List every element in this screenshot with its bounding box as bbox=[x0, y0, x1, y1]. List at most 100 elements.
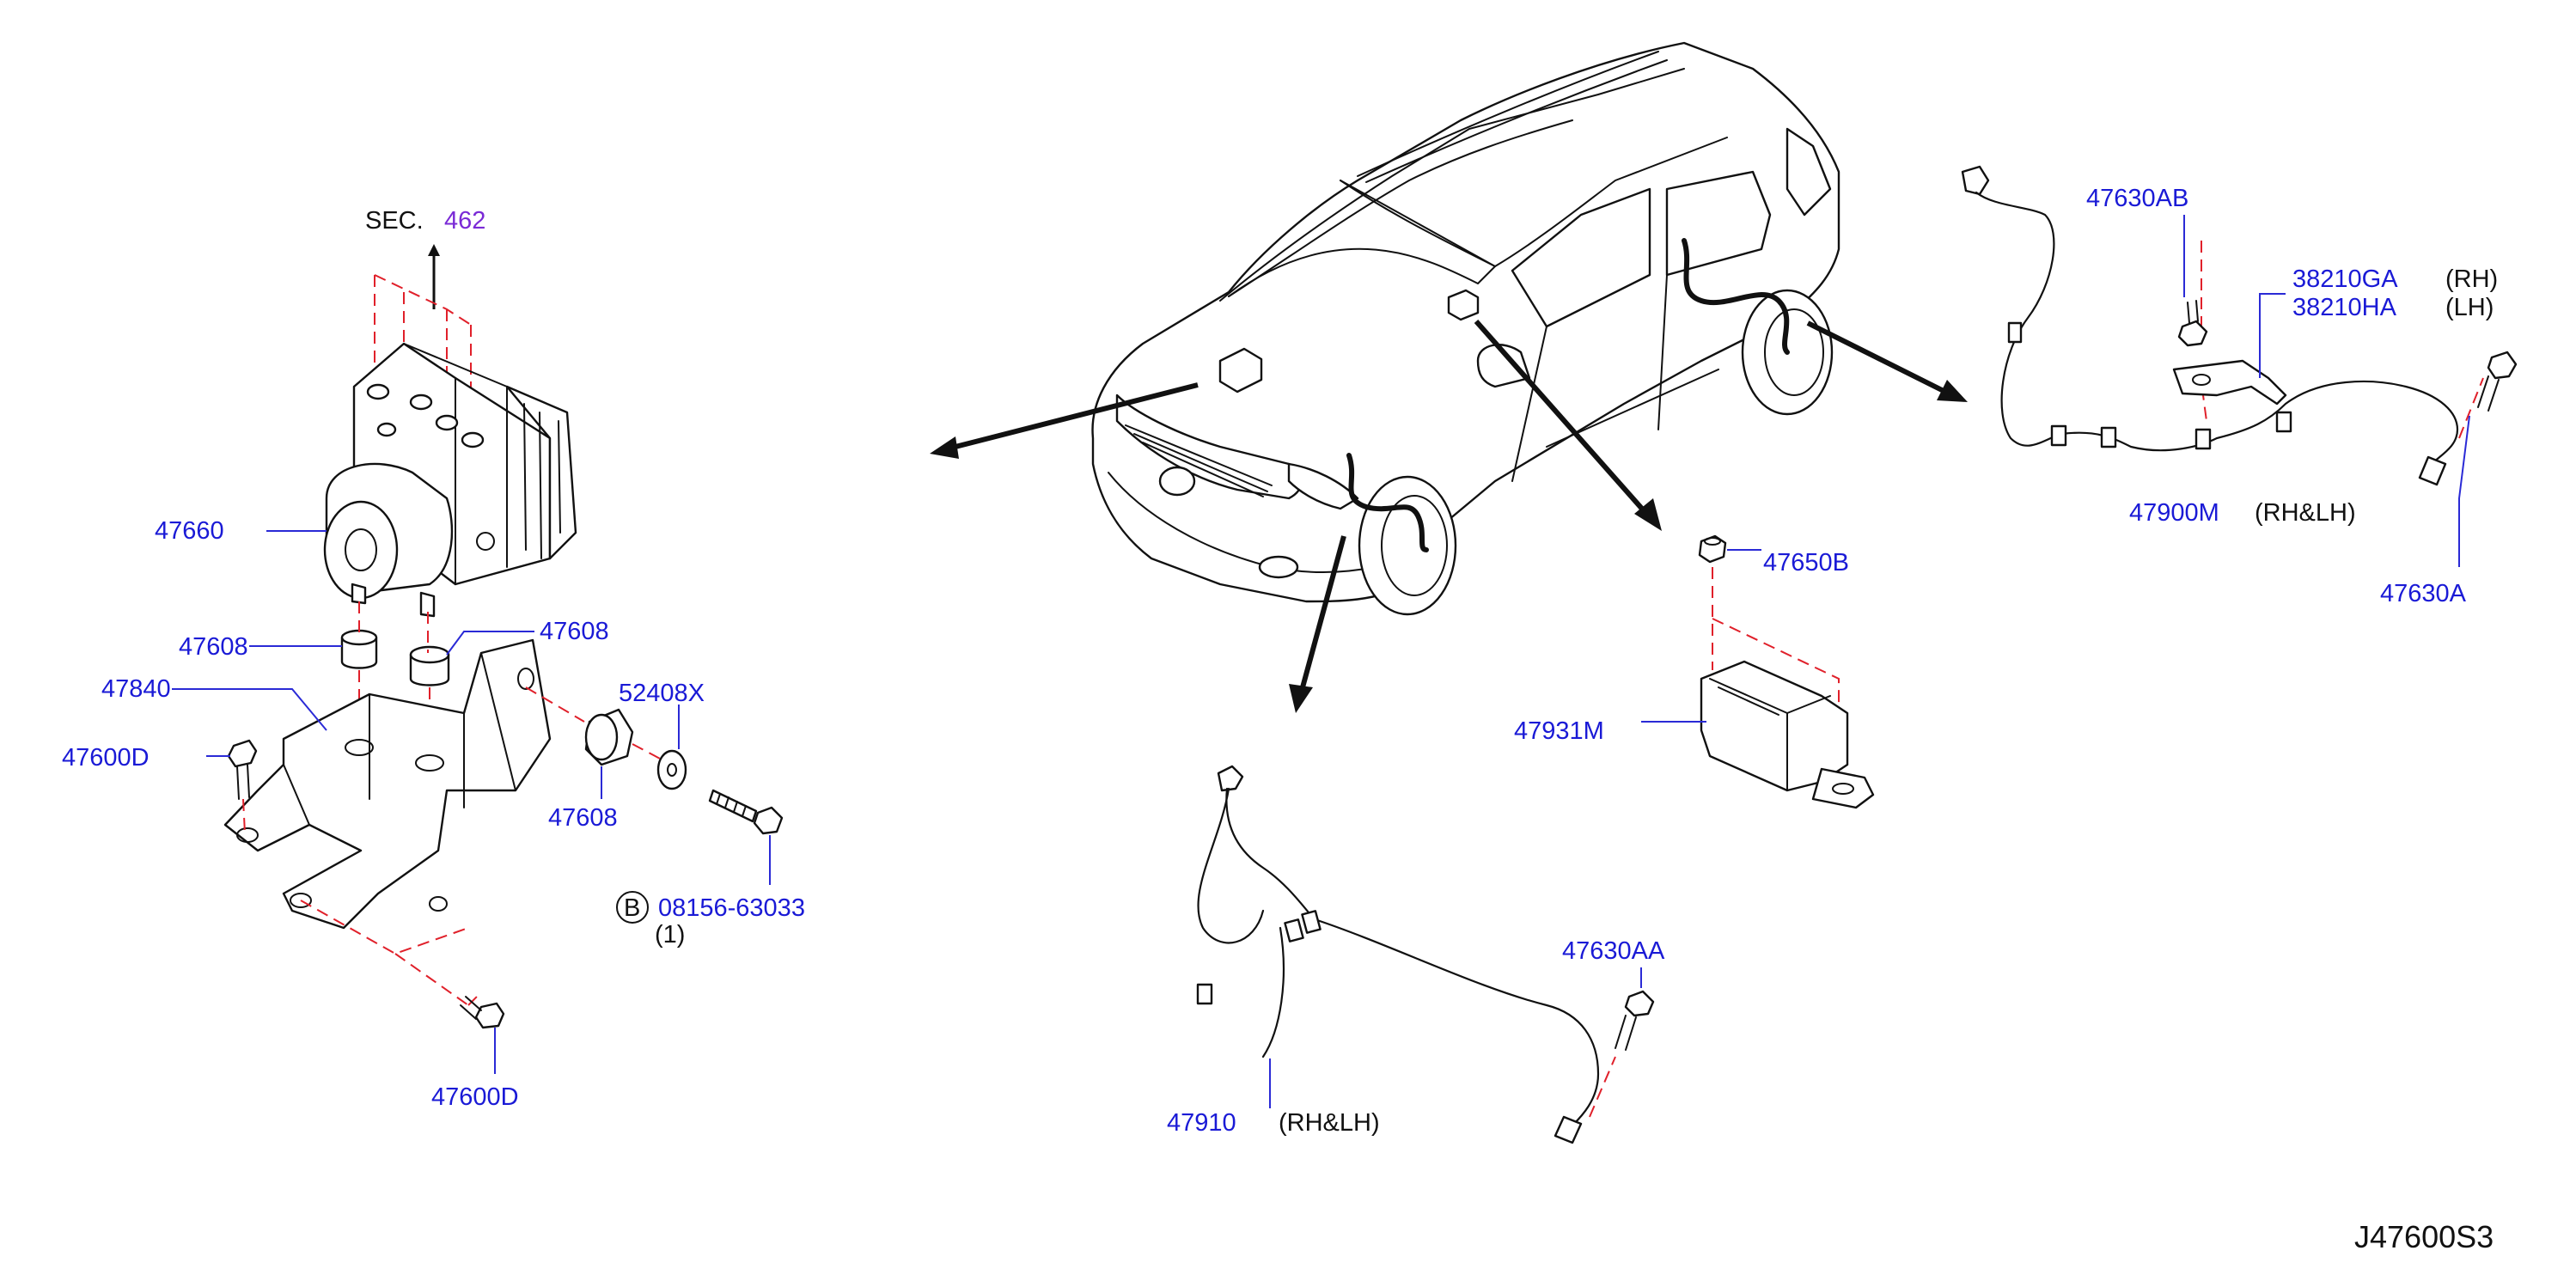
section-number[interactable]: 462 bbox=[444, 207, 485, 235]
label-38210GA[interactable]: 38210GA bbox=[2292, 265, 2398, 293]
label-38210GA-side: (RH) bbox=[2445, 265, 2498, 293]
port-1 bbox=[366, 383, 390, 400]
label-47630AA[interactable]: 47630AA bbox=[1562, 937, 1665, 965]
label-47910[interactable]: 47910 bbox=[1167, 1109, 1236, 1137]
clip-3 bbox=[1196, 983, 1213, 1005]
isolator-guide bbox=[525, 686, 585, 723]
badge-circle bbox=[616, 891, 649, 924]
front-sensor-guide bbox=[1589, 1056, 1616, 1118]
arrow-to-actuator-head bbox=[930, 436, 959, 459]
rear-sensor-guide bbox=[2458, 377, 2484, 439]
label-47630A[interactable]: 47630A bbox=[2380, 580, 2467, 607]
front-wheel bbox=[1358, 475, 1457, 616]
bolt-08156-shank bbox=[708, 789, 758, 823]
label-47630AB[interactable]: 47630AB bbox=[2086, 185, 2188, 212]
sensor-tab bbox=[1811, 767, 1875, 809]
arrow-to-rear-sensor bbox=[1806, 320, 1947, 394]
rear-clip-2 bbox=[2050, 424, 2067, 447]
bolt-guide bbox=[242, 798, 246, 834]
label-38210HA[interactable]: 38210HA bbox=[2292, 294, 2397, 321]
abs-actuator-unit bbox=[323, 274, 577, 618]
section-reference[interactable]: SEC. 462 bbox=[365, 207, 485, 309]
nut-top bbox=[1704, 537, 1721, 546]
bolt-47630AA-shank bbox=[1615, 1015, 1637, 1051]
badge-letter: B bbox=[624, 894, 640, 922]
grommet-left-top bbox=[340, 629, 378, 646]
yaw-rate-sensor bbox=[1641, 534, 1875, 809]
grommets bbox=[340, 601, 450, 765]
port-5 bbox=[376, 422, 397, 437]
label-47650B[interactable]: 47650B bbox=[1763, 549, 1849, 576]
actuator-leg-right bbox=[419, 591, 436, 618]
side-mirror bbox=[1476, 344, 1531, 388]
rear-wheel-rim bbox=[1764, 308, 1824, 396]
leader-47608-right bbox=[446, 631, 534, 656]
washer bbox=[656, 749, 687, 790]
label-47900M[interactable]: 47900M bbox=[2129, 499, 2219, 527]
bumper-line bbox=[1108, 472, 1376, 573]
bolt-spec-08156[interactable]: B 08156-63033 (1) bbox=[616, 891, 805, 949]
label-47608-left[interactable]: 47608 bbox=[179, 633, 248, 661]
sensor-tab-hole bbox=[1832, 783, 1854, 795]
front-sensor-connector bbox=[1217, 765, 1244, 792]
front-wheel-rim bbox=[1381, 495, 1448, 596]
grille-bars bbox=[1125, 424, 1273, 497]
hood-line bbox=[1228, 180, 1496, 297]
front-harness bbox=[1346, 453, 1429, 552]
sensor-guides bbox=[1712, 567, 1840, 773]
actuator-location-box bbox=[1218, 347, 1263, 393]
arrow-to-sensor-head bbox=[1634, 498, 1662, 531]
washer-guide bbox=[632, 743, 662, 760]
fog-lamp bbox=[1258, 555, 1299, 579]
front-wheel-sensor bbox=[1196, 765, 1655, 1144]
bolt-head bbox=[474, 1002, 505, 1029]
rear-sensor-head bbox=[2418, 455, 2447, 486]
bolt-head bbox=[227, 739, 258, 768]
arrow-to-front-sensor bbox=[1300, 535, 1346, 688]
grommet-right-top bbox=[409, 645, 450, 664]
actuator-bolt-hole bbox=[476, 532, 495, 551]
arrow-to-rear-sensor-head bbox=[1937, 380, 1968, 402]
label-47660[interactable]: 47660 bbox=[155, 517, 224, 545]
arrow-to-front-sensor-head bbox=[1289, 684, 1313, 713]
arrow-to-actuator bbox=[948, 382, 1199, 451]
label-47600D-upper[interactable]: 47600D bbox=[62, 744, 150, 772]
actuator-ribs bbox=[523, 403, 561, 559]
roof-rail bbox=[1357, 51, 1668, 183]
arrow-to-sensor bbox=[1474, 320, 1651, 517]
label-52408X[interactable]: 52408X bbox=[619, 680, 705, 707]
windshield-top bbox=[1228, 119, 1573, 297]
label-47910-side: (RH&LH) bbox=[1279, 1109, 1380, 1137]
front-sensor-head bbox=[1554, 1115, 1583, 1144]
label-08156-63033[interactable]: 08156-63033 bbox=[658, 894, 805, 922]
nut-47650B bbox=[1698, 534, 1727, 564]
bolt-guide bbox=[467, 996, 478, 1006]
grommet-guides bbox=[358, 601, 430, 765]
bracket-edges bbox=[283, 652, 516, 826]
label-47608-right[interactable]: 47608 bbox=[540, 618, 609, 645]
headlight bbox=[1287, 462, 1359, 510]
rear-wheel-sensor bbox=[1961, 165, 2518, 567]
bracket bbox=[223, 638, 552, 1006]
clip-1 bbox=[1284, 918, 1304, 943]
motor-face bbox=[323, 500, 399, 600]
label-47608-lower[interactable]: 47608 bbox=[548, 804, 618, 832]
label-47931M[interactable]: 47931M bbox=[1514, 717, 1604, 745]
front-sensor-cable-a bbox=[1225, 787, 1316, 921]
leader-lines-left bbox=[172, 530, 771, 1074]
isolator-face bbox=[584, 713, 619, 761]
bracket-38210 bbox=[2172, 359, 2287, 406]
car-body bbox=[1091, 41, 1840, 603]
actuator-guide-lines bbox=[374, 274, 472, 438]
bracket-guides bbox=[300, 900, 469, 1006]
label-47840[interactable]: 47840 bbox=[101, 675, 171, 703]
bolt-08156-head bbox=[753, 806, 784, 835]
pointer-arrows bbox=[930, 320, 1968, 713]
bracket-hole-4 bbox=[236, 827, 259, 843]
label-47600D-lower[interactable]: 47600D bbox=[431, 1083, 519, 1111]
bracket-hole-5 bbox=[290, 893, 312, 908]
leader-47840 bbox=[172, 688, 327, 731]
bolt-47630AB-head bbox=[2177, 320, 2208, 347]
front-window bbox=[1511, 187, 1651, 328]
bolt-47630A-head bbox=[2487, 351, 2518, 380]
